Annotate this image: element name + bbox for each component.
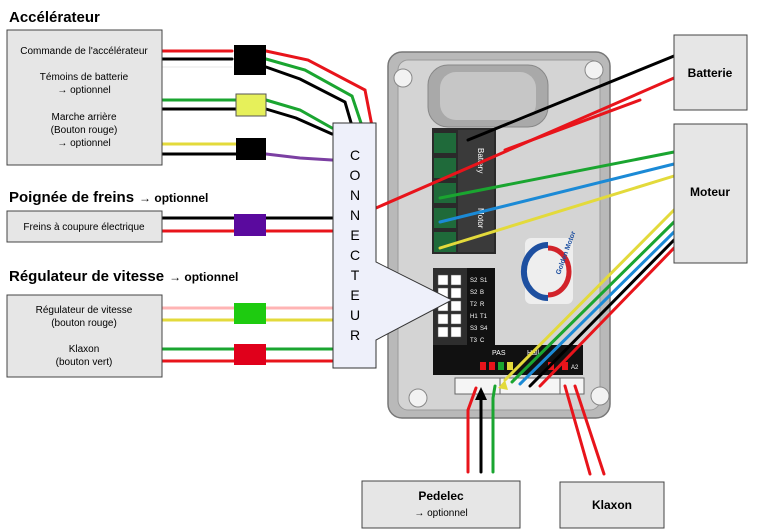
freins-box [6,210,163,243]
pin-b: B [480,290,484,296]
motor-mark: Motor [476,208,485,229]
pin-r: R [480,302,485,308]
plug-indicator [236,138,266,160]
svg-text:C: C [350,147,360,163]
marche-optional: → optionnel [57,138,110,149]
regulateur-title: Régulateur de vitesse→ optionnel [9,268,238,285]
accelerateur-box [6,29,163,166]
temoins-label: Témoins de batterie [40,72,129,83]
pas-mark: PAS [492,350,506,357]
klaxon-button-sub: (bouton vert) [56,357,113,368]
connecteur-callout [332,122,454,369]
svg-text:N: N [350,207,360,223]
controller-unit: Battery Motor Golden Motor S1 B R T1 S2 … [387,51,611,419]
regulateur-box [6,294,163,378]
pin-s2a: S2 [470,278,478,284]
marche-sub: (Bouton rouge) [51,125,118,136]
batterie-box [673,34,748,111]
plug-horn-button [234,344,266,365]
connecteur-label: C O N N E C T E U R [350,147,361,343]
reg-label: Régulateur de vitesse [36,305,133,316]
plug-accelerator [234,45,266,75]
klaxon-button-label: Klaxon [69,344,100,355]
klaxon-label: Klaxon [592,498,632,512]
plug-brakes [234,214,266,236]
pin-s3: S3 [470,326,478,332]
svg-text:T: T [351,267,360,283]
pedelec-arrow-icon [475,387,487,400]
freins-coupure-label: Freins à coupure électrique [23,222,145,233]
svg-text:U: U [350,307,360,323]
pedelec-box [361,480,521,529]
pin-s4: S4 [480,326,488,332]
reg-sub: (bouton rouge) [51,318,117,329]
pin-t3: T3 [470,338,478,344]
pin-t1: T1 [480,314,488,320]
pin-h1: H1 [470,314,478,320]
battery-mark: Battery [476,148,485,173]
klaxon-box [559,481,665,529]
svg-text:E: E [350,227,359,243]
pin-c: C [480,338,485,344]
wires [158,49,676,476]
moteur-label: Moteur [690,185,730,199]
accelerateur-title: Accélérateur [9,9,100,26]
svg-text:C: C [350,247,360,263]
pin-s2b: S2 [470,290,478,296]
pedelec-label: Pedelec [418,489,464,503]
golden-motor-logo: Golden Motor [520,230,578,304]
svg-text:R: R [350,327,360,343]
pedelec-optional: → optionnel [414,508,467,519]
commande-label: Commande de l'accélérateur [20,46,148,57]
moteur-box [673,123,748,264]
pin-t2: T2 [470,302,478,308]
marche-label: Marche arrière [51,112,116,123]
svg-text:E: E [350,287,359,303]
pin-s1: S1 [480,278,488,284]
freins-title: Poignée de freins→ optionnel [9,189,208,206]
svg-text:O: O [350,167,361,183]
svg-text:N: N [350,187,360,203]
a2-mark: A2 [571,365,579,371]
plug-reverse [235,93,267,117]
plug-cruise [234,303,266,324]
batterie-label: Batterie [688,66,733,80]
plugs [234,45,267,365]
temoins-optional: → optionnel [57,85,110,96]
